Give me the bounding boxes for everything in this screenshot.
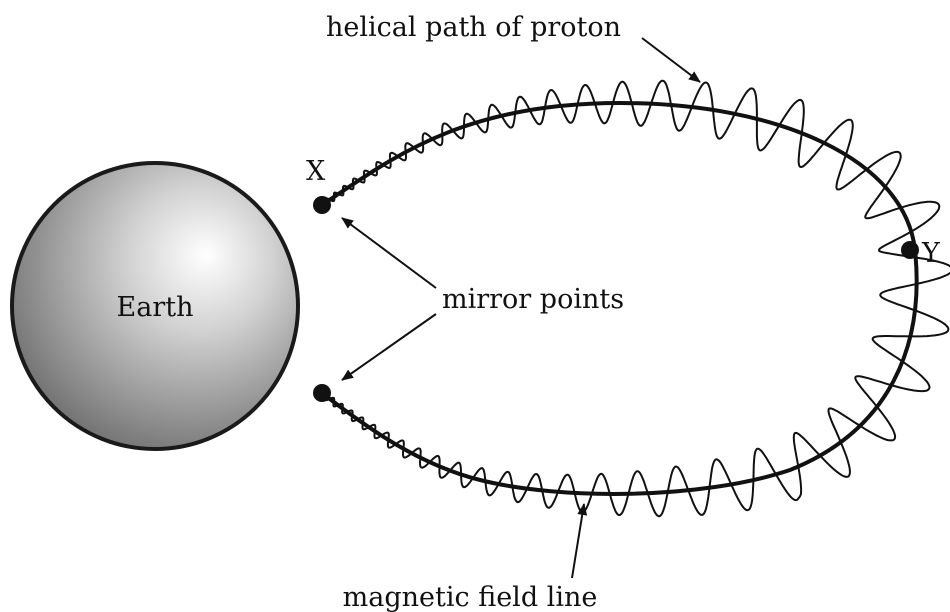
- helical-path-arrow: [641, 37, 701, 83]
- field-line-label: magnetic field line: [343, 582, 598, 612]
- label-y: Y: [921, 238, 941, 269]
- mirror-point-lower: [313, 384, 331, 402]
- earth-label: Earth: [117, 292, 194, 323]
- helical-path: [321, 79, 950, 518]
- mirror-point-x: [313, 196, 331, 214]
- label-x: X: [306, 156, 326, 187]
- field-line-arrow: [571, 503, 588, 579]
- mirror-points-label: mirror points: [442, 284, 624, 315]
- mirror-arrow-upper: [341, 217, 437, 289]
- earth: [10, 161, 300, 451]
- magnetic-field-line: [320, 100, 919, 496]
- mirror-arrow-lower: [341, 313, 437, 381]
- point-y: [901, 241, 919, 259]
- helical-path-label: helical path of proton: [326, 12, 621, 43]
